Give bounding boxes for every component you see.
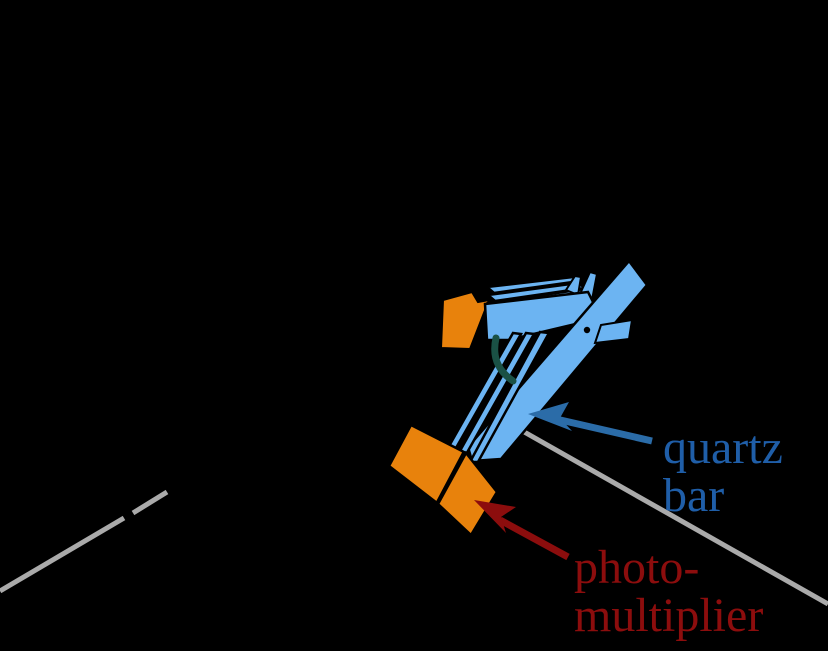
quartz-bar-label: quartz bar	[663, 424, 783, 520]
photomultiplier-front-block	[436, 450, 499, 537]
bar-side-tab	[593, 318, 634, 345]
structure-line-left-lower	[0, 515, 126, 594]
photomultiplier-arrow	[474, 500, 570, 561]
photomultiplier-seam	[435, 451, 466, 504]
structure-line-right	[517, 426, 828, 607]
quartz-bar-label-line1: quartz	[663, 421, 783, 474]
detector-assembly	[387, 259, 649, 537]
bar-box-housing	[483, 290, 603, 342]
mounting-pin-dot	[583, 326, 591, 334]
quartz-bar-arrow-head	[528, 402, 572, 431]
photomultiplier-label-line2: multiplier	[574, 589, 764, 642]
quartz-bar-label-line2: bar	[663, 469, 725, 522]
photomultiplier-arrow-head	[474, 500, 516, 533]
photomultiplier-label: photo- multiplier	[574, 544, 763, 640]
photomultiplier-arrow-shaft	[498, 516, 570, 561]
cable	[491, 334, 517, 385]
structure-line-left-upper	[131, 489, 169, 516]
bar-internal-strips	[441, 330, 551, 464]
quartz-bar-arrow	[528, 402, 653, 445]
internal-strip-3	[467, 330, 551, 464]
structure-lines-group	[0, 426, 828, 607]
orange-end-block	[439, 290, 491, 351]
photomultiplier-label-line1: photo-	[574, 541, 700, 594]
quartz-bar-arrow-shaft	[555, 415, 653, 445]
